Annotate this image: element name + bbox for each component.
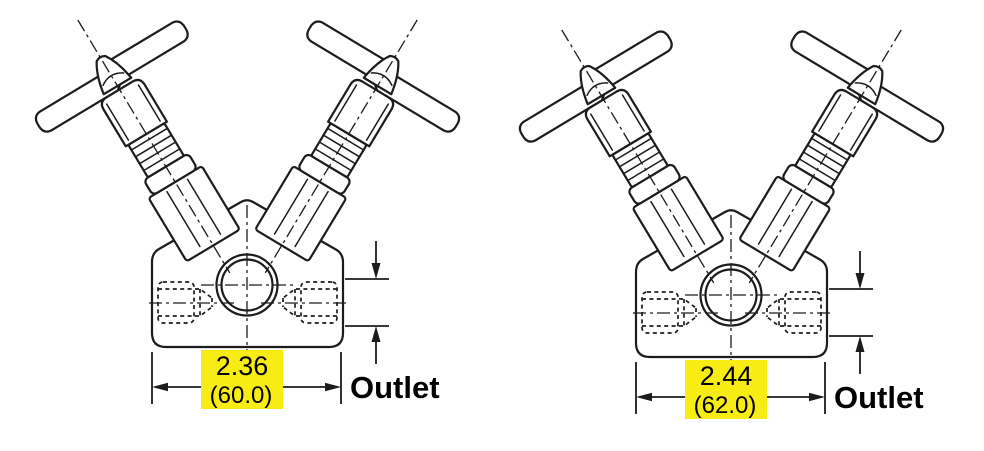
- width-mm-right: (62.0): [694, 392, 757, 419]
- valve-left-drawing: [2, 0, 492, 409]
- width-mm-left: (60.0): [210, 382, 273, 409]
- width-inches-left: 2.36: [216, 351, 269, 381]
- outlet-label-right: Outlet: [834, 380, 924, 415]
- valve-right-drawing: [486, 0, 976, 419]
- width-inches-right: 2.44: [700, 361, 753, 391]
- outlet-label-left: Outlet: [350, 370, 440, 405]
